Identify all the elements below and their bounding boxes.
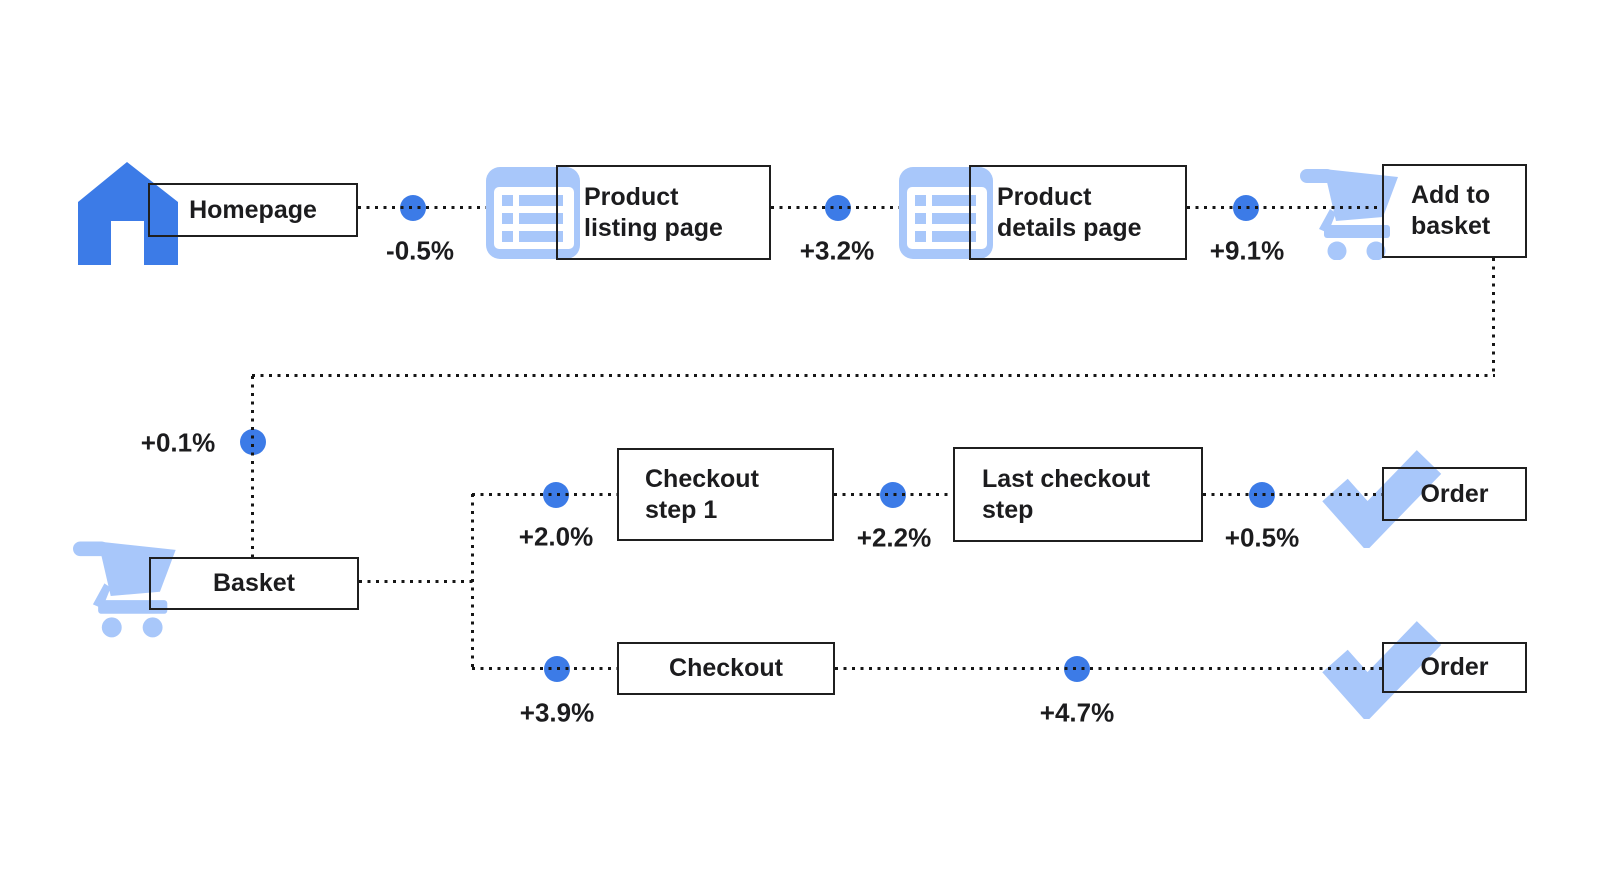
- delta-details-to-add-to-basket: +9.1%: [1209, 235, 1285, 266]
- node-checkout-step-1-line2: step 1: [645, 495, 718, 524]
- node-last-checkout-step-line1: Last checkout: [982, 464, 1151, 493]
- connector-return-horizontal: [252, 374, 1495, 377]
- connector-checkout-to-order: [835, 667, 1382, 670]
- home-icon: [78, 162, 178, 265]
- node-last-checkout-step-line2: step: [982, 495, 1034, 524]
- delta-checkout-to-order: +4.7%: [1039, 697, 1115, 728]
- node-checkout: Checkout: [617, 642, 835, 695]
- node-basket: Basket: [149, 557, 359, 610]
- checkmark-icon: [1322, 450, 1442, 548]
- connector-branch-split: [471, 494, 474, 670]
- node-product-listing-line2: listing page: [584, 213, 723, 242]
- node-product-details-line2: details page: [997, 213, 1142, 242]
- node-product-listing-page: Product listing page: [556, 165, 771, 260]
- connector-last-to-order: [1203, 493, 1382, 496]
- connector-split-to-checkout-step-1: [472, 493, 617, 496]
- node-homepage: Homepage: [148, 183, 358, 237]
- node-add-to-basket: Add to basket: [1382, 164, 1527, 258]
- connector-homepage-to-listing: [358, 206, 494, 209]
- connector-listing-to-details: [771, 206, 908, 209]
- delta-checkout-step-1-to-last: +2.2%: [856, 522, 932, 553]
- node-basket-label: Basket: [213, 569, 295, 597]
- node-order-main: Order: [1382, 467, 1527, 521]
- node-checkout-step-1-line1: Checkout: [645, 464, 759, 493]
- node-product-listing-line1: Product: [584, 182, 679, 211]
- connector-checkout-step-1-to-last: [834, 493, 953, 496]
- node-product-details-line1: Product: [997, 182, 1092, 211]
- connector-details-to-add-to-basket: [1187, 206, 1382, 209]
- delta-add-to-basket-to-basket: +0.1%: [140, 427, 216, 458]
- connector-down-to-basket: [251, 376, 254, 557]
- node-order-alt: Order: [1382, 642, 1527, 693]
- delta-homepage-to-listing: -0.5%: [386, 235, 454, 266]
- connector-add-to-basket-down: [1492, 258, 1495, 377]
- node-checkout-step-1: Checkout step 1: [617, 448, 834, 541]
- delta-last-step-to-order: +0.5%: [1224, 522, 1300, 553]
- node-order-main-label: Order: [1420, 479, 1489, 508]
- node-order-alt-label: Order: [1420, 653, 1489, 681]
- node-product-details-page: Product details page: [969, 165, 1187, 260]
- connector-split-to-checkout: [472, 667, 617, 670]
- node-homepage-label: Homepage: [189, 195, 317, 224]
- checkmark-icon: [1322, 621, 1442, 719]
- node-add-to-basket-line1: Add to: [1411, 181, 1491, 209]
- connector-basket-right: [359, 580, 473, 583]
- node-checkout-label: Checkout: [669, 654, 783, 682]
- node-add-to-basket-line2: basket: [1411, 212, 1491, 240]
- delta-basket-to-checkout: +3.9%: [519, 697, 595, 728]
- delta-listing-to-details: +3.2%: [799, 235, 875, 266]
- node-last-checkout-step: Last checkout step: [953, 447, 1203, 542]
- delta-basket-to-checkout-step-1: +2.0%: [518, 521, 594, 552]
